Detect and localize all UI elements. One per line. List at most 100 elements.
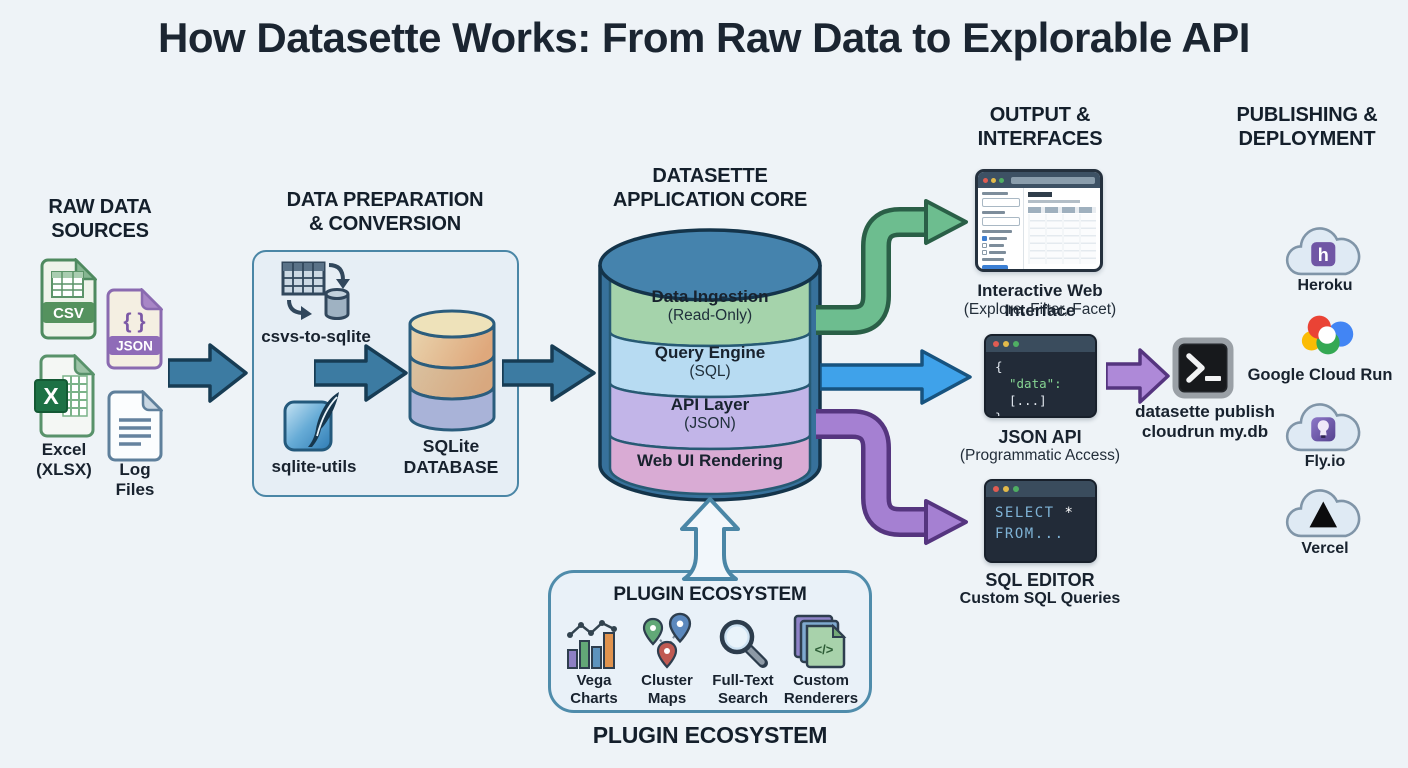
traffic-light-yellow-icon bbox=[1003, 341, 1009, 347]
sql-editor-title: SQL EDITOR bbox=[985, 570, 1095, 590]
facet-sidebar bbox=[978, 188, 1024, 269]
json-brace-open: { bbox=[995, 359, 1003, 374]
facet-checkbox-row bbox=[982, 236, 1020, 241]
facet-text-bar bbox=[989, 251, 1006, 254]
layer-subtitle: (JSON) bbox=[684, 415, 736, 432]
vercel-cloud-icon bbox=[1285, 489, 1361, 538]
sqlite-database-label: SQLite DATABASE bbox=[403, 436, 499, 477]
traffic-light-red-icon bbox=[993, 486, 999, 492]
csvs-to-sqlite-label: csvs-to-sqlite bbox=[261, 327, 371, 346]
outputs-heading: OUTPUT & INTERFACES bbox=[977, 104, 1103, 150]
vega-charts-label: Vega Charts bbox=[570, 672, 618, 707]
traffic-light-yellow-icon bbox=[991, 177, 996, 183]
excel-x-glyph: X bbox=[43, 383, 59, 409]
plugin-box-heading: PLUGIN ECOSYSTEM bbox=[613, 584, 807, 605]
core-layer-ingestion: Data Ingestion (Read-Only) bbox=[604, 287, 816, 325]
terminal-icon bbox=[1172, 337, 1234, 399]
core-layer-query: Query Engine (SQL) bbox=[604, 343, 816, 381]
vega-charts-icon bbox=[567, 620, 617, 669]
json-braces-glyph: { } bbox=[123, 310, 145, 333]
sqlite-utils-label: sqlite-utils bbox=[271, 457, 357, 476]
plugin-ecosystem-caption: PLUGIN ECOSYSTEM bbox=[592, 722, 828, 748]
excel-label: Excel (XLSX) bbox=[36, 440, 92, 480]
data-prep-heading: DATA PREPARATION & CONVERSION bbox=[286, 189, 484, 235]
web-interface-title: Interactive Web Interface bbox=[977, 281, 1103, 321]
plugin-ecosystem-box bbox=[548, 570, 872, 713]
flyio-cloud-icon bbox=[1285, 403, 1361, 452]
sql-star: * bbox=[1064, 505, 1075, 521]
table-title-bar bbox=[1028, 192, 1052, 197]
json-file-icon: { } JSON bbox=[106, 288, 163, 370]
sidebar-label-bar bbox=[982, 258, 1004, 261]
json-api-subtitle: (Programmatic Access) bbox=[959, 447, 1121, 464]
core-layer-webui: Web UI Rendering bbox=[604, 451, 816, 471]
traffic-light-red-icon bbox=[983, 177, 988, 183]
log-file-icon bbox=[107, 390, 163, 462]
csv-banner-label: CSV bbox=[53, 305, 84, 322]
traffic-light-yellow-icon bbox=[1003, 486, 1009, 492]
traffic-light-green-icon bbox=[1013, 341, 1019, 347]
code-glyph: </> bbox=[815, 642, 834, 657]
data-table-area bbox=[1024, 188, 1100, 269]
facet-checkbox-row bbox=[982, 250, 1020, 255]
google-cloud-run-label: Google Cloud Run bbox=[1247, 366, 1393, 384]
layer-subtitle: (Read-Only) bbox=[667, 307, 753, 324]
checkbox-icon bbox=[982, 243, 987, 248]
layer-title: Data Ingestion bbox=[651, 287, 769, 306]
flyio-label: Fly.io bbox=[1304, 453, 1346, 470]
sql-editor-window: SELECT * FROM... bbox=[984, 479, 1097, 563]
sql-editor-subtitle: Custom SQL Queries bbox=[959, 590, 1121, 607]
json-value: [...] bbox=[1009, 393, 1047, 408]
terminal-titlebar bbox=[986, 481, 1095, 497]
json-data-line: "data": [...] bbox=[995, 375, 1086, 409]
json-code: { "data": [...] } bbox=[986, 352, 1095, 418]
arrow-prep-to-core bbox=[502, 344, 596, 402]
full-text-search-icon bbox=[719, 619, 768, 668]
facet-heading-bar bbox=[982, 230, 1012, 233]
checkbox-icon bbox=[982, 236, 987, 241]
core-layer-api: API Layer (JSON) bbox=[604, 395, 816, 433]
facet-checkbox-row bbox=[982, 243, 1020, 248]
sql-from-line: FROM... bbox=[995, 526, 1065, 542]
layer-title: Query Engine bbox=[654, 343, 766, 362]
sqlite-database-icon bbox=[408, 309, 496, 432]
traffic-light-green-icon bbox=[1013, 486, 1019, 492]
search-input bbox=[982, 198, 1020, 207]
layer-title: API Layer bbox=[670, 395, 750, 414]
json-banner-label: JSON bbox=[116, 339, 153, 354]
csvs-to-sqlite-icon bbox=[281, 261, 350, 320]
heroku-h-glyph: h bbox=[1318, 245, 1329, 265]
excel-file-icon: X bbox=[34, 354, 95, 438]
facet-text-bar bbox=[989, 244, 1004, 247]
browser-titlebar bbox=[978, 172, 1100, 188]
arrow-core-to-sql bbox=[816, 409, 968, 545]
layer-subtitle: (SQL) bbox=[689, 363, 731, 380]
arrow-core-to-json bbox=[820, 349, 972, 405]
web-interface-mockup bbox=[975, 169, 1103, 272]
table-header-row bbox=[1028, 207, 1096, 213]
log-files-label: Log Files bbox=[115, 460, 155, 500]
arrow-raw-to-prep bbox=[168, 343, 248, 403]
json-api-title: JSON API bbox=[998, 427, 1082, 447]
table-rows bbox=[1028, 214, 1096, 264]
raw-data-heading: RAW DATA SOURCES bbox=[48, 196, 152, 242]
traffic-light-green-icon bbox=[999, 177, 1004, 183]
sql-code: SELECT * FROM... bbox=[986, 497, 1095, 551]
page-title: How Datasette Works: From Raw Data to Ex… bbox=[158, 14, 1250, 61]
search-input bbox=[982, 217, 1020, 226]
publishing-heading: PUBLISHING & DEPLOYMENT bbox=[1236, 104, 1378, 150]
custom-renderers-label: Custom Renderers bbox=[783, 672, 859, 707]
sidebar-label-bar bbox=[982, 211, 1005, 214]
heroku-label: Heroku bbox=[1297, 277, 1353, 294]
arrow-core-to-web bbox=[816, 199, 968, 335]
apply-button[interactable] bbox=[982, 265, 1008, 269]
arrow-tools-to-db bbox=[314, 344, 408, 402]
heroku-cloud-icon: h bbox=[1285, 227, 1361, 276]
table-subtitle-bar bbox=[1028, 200, 1080, 203]
json-brace-close: } bbox=[995, 410, 1003, 418]
sql-keyword: SELECT bbox=[995, 505, 1055, 521]
arrow-plugins-to-core bbox=[680, 497, 740, 581]
sidebar-label-bar bbox=[982, 192, 1008, 195]
core-cylinder bbox=[598, 228, 822, 502]
